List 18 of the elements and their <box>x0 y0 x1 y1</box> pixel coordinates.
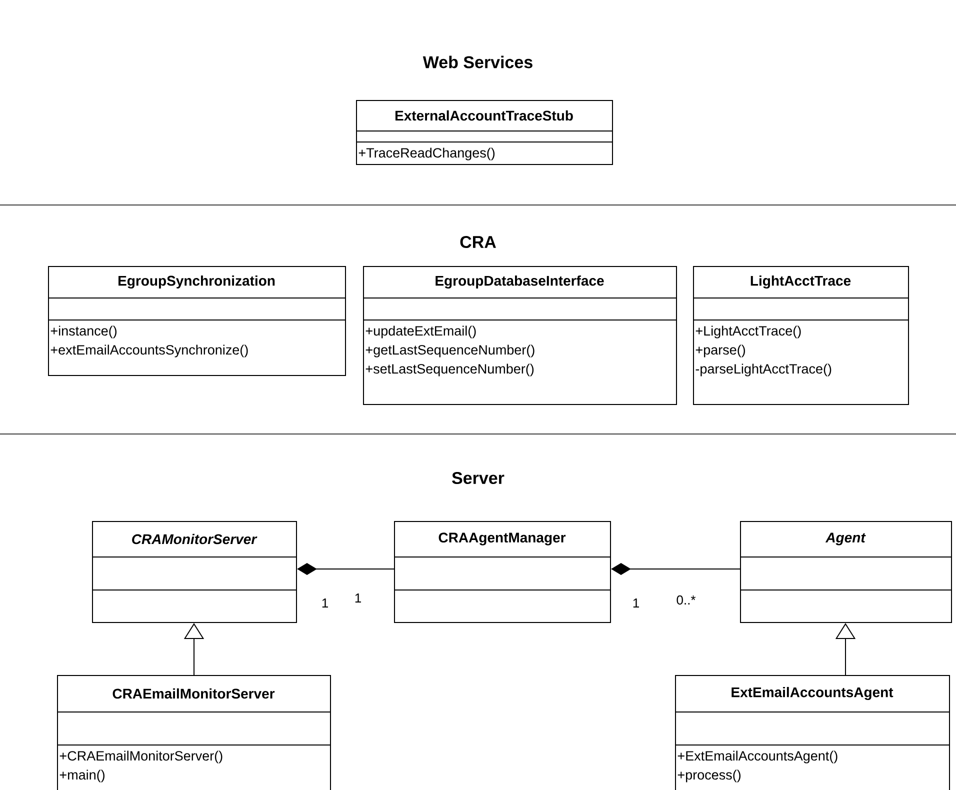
multiplicity: 1 <box>633 598 639 608</box>
section-title: CRA <box>460 236 496 248</box>
class-box: LightAcctTrace +LightAcctTrace() +parse() -parseLightAcctTrace() <box>692 266 909 405</box>
class-box: EgroupSynchronization +instance() +extEmailAccountsSynchronize() <box>48 266 346 376</box>
class-box: ExtEmailAccountsAgent +ExtEmailAccountsAgent() +process() <box>674 675 950 790</box>
class-box: CRAMonitorServer <box>92 521 297 623</box>
section-title: Web Services <box>422 56 532 68</box>
multiplicity: 1 <box>355 594 361 602</box>
class-box: EgroupDatabaseInterface +updateExtEmail() +getLastSequenceNumber() +setLastSequenceNumber() <box>362 266 677 405</box>
class-box: CRAEmailMonitorServer +CRAEmailMonitorServer() +main() <box>56 675 331 790</box>
composition-line <box>611 563 740 575</box>
class-box: Agent <box>740 521 952 623</box>
multiplicity: 1 <box>322 598 328 608</box>
section-title: Server <box>452 472 504 484</box>
class-box: CRAAgentManager <box>394 521 611 623</box>
class-box: ExternalAccountTraceStub +TraceReadChanges() <box>356 100 613 165</box>
composition-line <box>297 563 394 575</box>
multiplicity: 0..* <box>676 595 696 605</box>
